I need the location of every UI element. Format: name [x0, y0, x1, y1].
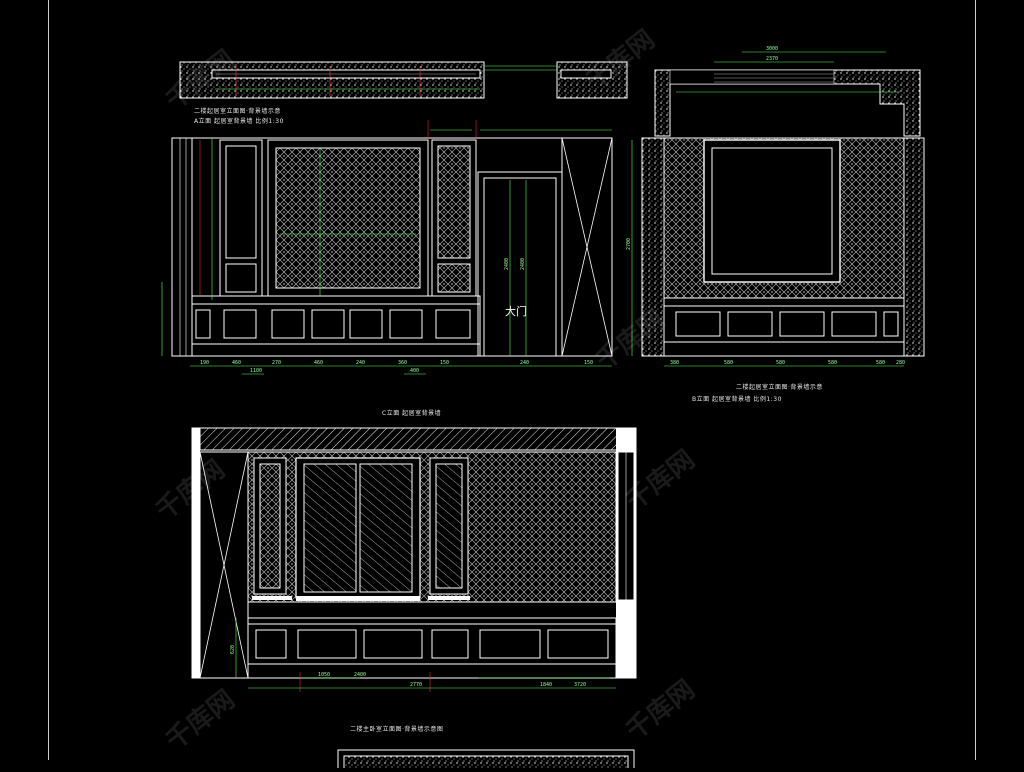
wainscot-panel: [435, 309, 471, 339]
dimension-label: 270: [272, 360, 281, 366]
wainscot-panel: [297, 629, 357, 659]
wainscot-panel: [831, 311, 877, 337]
wainscot-panel: [223, 309, 257, 339]
dimension-label: 190: [200, 360, 209, 366]
dimension-label: 580: [828, 360, 837, 366]
dimension-label: 2400: [504, 258, 510, 270]
dimension-label: 3720: [574, 682, 586, 688]
dimension-label: 240: [356, 360, 365, 366]
wainscot-panel: [547, 629, 609, 659]
elevation-b: [631, 51, 925, 367]
dimension-label: 150: [584, 360, 593, 366]
wainscot-panel: [195, 309, 211, 339]
dimension-label: 2700: [626, 238, 632, 250]
elevation-a: [161, 120, 613, 375]
wainscot-panel: [779, 311, 825, 337]
wainscot-panel: [675, 311, 721, 337]
elevation-bottom-partial: [337, 749, 635, 772]
dimension-label: 150: [440, 360, 449, 366]
elevation-b-subtitle: B立面 起居室背景墙 比例1:30: [692, 396, 782, 403]
elevation-c-title: C立面 起居室背景墙: [382, 410, 442, 417]
dimension-label: 460: [232, 360, 241, 366]
dimension-label: 1050: [318, 672, 330, 678]
bottom-drawing-title: 二楼主卧室立面图·背景墙示意图: [350, 726, 444, 733]
wainscot-panel: [363, 629, 423, 659]
wainscot-panel: [255, 629, 287, 659]
dimension-label: 580: [724, 360, 733, 366]
dimension-label: 240: [520, 360, 529, 366]
wainscot-panel: [389, 309, 423, 339]
dimension-label: 1100: [250, 368, 262, 374]
wainscot-panel: [883, 311, 899, 337]
wainscot-panel: [479, 629, 541, 659]
dimension-label: 400: [410, 368, 419, 374]
dimension-label: 280: [896, 360, 905, 366]
dimension-label: 460: [314, 360, 323, 366]
dimension-label: 2370: [766, 56, 778, 62]
dimension-label: 3000: [766, 46, 778, 52]
elevation-a-title: A立面 起居室背景墙 比例1:30: [194, 118, 284, 125]
wainscot-panel: [727, 311, 773, 337]
door-label: 大门: [505, 305, 527, 318]
elevation-c: [191, 427, 637, 692]
dimension-label: 620: [230, 645, 236, 654]
dimension-label: 2400: [520, 258, 526, 270]
dimension-label: 1840: [540, 682, 552, 688]
dimension-label: 2770: [410, 682, 422, 688]
dimension-label: 2400: [354, 672, 366, 678]
wainscot-panel: [431, 629, 469, 659]
dimension-label: 580: [776, 360, 785, 366]
dimension-label: 380: [670, 360, 679, 366]
dimension-label: 580: [876, 360, 885, 366]
wainscot-panel: [349, 309, 383, 339]
plan-left-title: 二楼起居室立面图·背景墙示意: [194, 108, 281, 115]
wainscot-panel: [311, 309, 345, 339]
elevation-b-title: 二楼起居室立面图·背景墙示意: [736, 384, 823, 391]
dimension-label: 360: [398, 360, 407, 366]
plan-strip-left: [179, 61, 628, 99]
wainscot-panel: [271, 309, 305, 339]
